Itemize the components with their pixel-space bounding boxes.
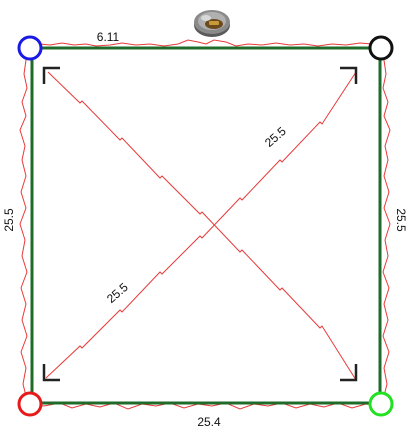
marker-top-left <box>17 35 43 61</box>
diagonal-traces <box>45 71 357 381</box>
robot-vacuum-icon <box>194 10 230 37</box>
marker-top-right <box>368 35 394 61</box>
trace-left <box>19 45 31 405</box>
label-right: 25.5 <box>394 208 408 232</box>
label-diagonal-lower: 25.5 <box>104 280 131 306</box>
reference-square <box>30 46 382 405</box>
corner-brackets <box>42 66 358 382</box>
label-bottom: 25.4 <box>197 415 221 429</box>
label-diagonal-upper: 25.5 <box>262 124 289 150</box>
trace-right <box>379 45 391 405</box>
label-top-partial: 6.11 <box>97 30 120 44</box>
corner-markers <box>17 35 394 417</box>
diagonal-bl-tr <box>45 71 357 379</box>
marker-bottom-left <box>17 391 43 417</box>
marker-bottom-right <box>368 391 394 417</box>
label-left: 25.5 <box>2 208 16 232</box>
bracket-bottom-right <box>340 364 358 382</box>
bracket-top-left <box>42 66 60 84</box>
bracket-top-right <box>340 66 358 84</box>
bracket-bottom-left <box>42 364 60 382</box>
trace-top <box>29 39 381 47</box>
diagonal-tl-br <box>47 71 357 381</box>
measured-perimeter-traces <box>19 39 391 410</box>
